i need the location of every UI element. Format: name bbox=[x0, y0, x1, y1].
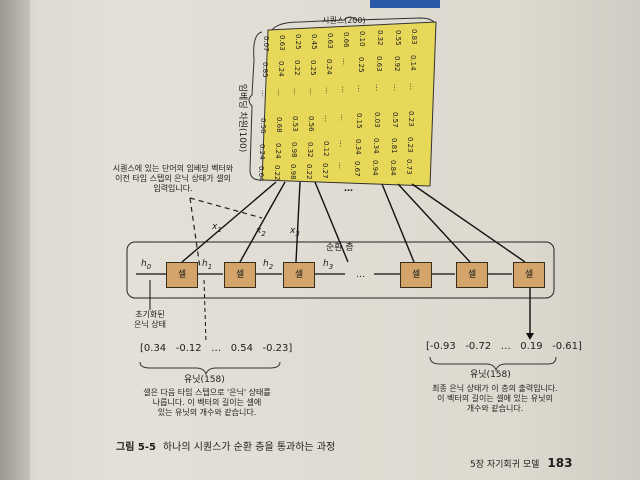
matrix-cell: 0.25 bbox=[294, 34, 302, 50]
matrix-cell: … bbox=[292, 88, 300, 96]
units-right-label: 유닛(158) bbox=[470, 370, 511, 380]
matrix-cell: 0.14 bbox=[409, 54, 417, 71]
embedding-brace bbox=[248, 31, 263, 181]
matrix-cell: 0.32 bbox=[306, 141, 314, 158]
matrix-cell: … bbox=[341, 58, 349, 65]
matrix-cell: 0.64 bbox=[257, 166, 265, 182]
matrix-cell: … bbox=[374, 84, 382, 92]
rnn-cell-1: 셀 bbox=[166, 262, 198, 288]
rnn-cell-4: 셀 bbox=[400, 262, 432, 288]
matrix-cell: 0.22 bbox=[305, 163, 313, 180]
matrix-cell: 0.34 bbox=[354, 139, 362, 155]
matrix-cell: … bbox=[337, 162, 345, 169]
rnn-cell-2: 셀 bbox=[224, 262, 256, 288]
matrix-cell: … bbox=[356, 85, 364, 93]
matrix-cell: 0.68 bbox=[275, 117, 283, 133]
rnn-cell-6: 셀 bbox=[513, 262, 545, 288]
matrix-cell: 0.53 bbox=[291, 116, 299, 132]
recurrent-layer-title: 순환 층 bbox=[326, 243, 354, 253]
input-x3: x3 bbox=[290, 226, 300, 238]
annotation-dashed-lines bbox=[189, 197, 263, 269]
matrix-cell: 0.24 bbox=[277, 61, 285, 77]
matrix-cell: … bbox=[340, 86, 348, 93]
matrix-cell: 0.56 bbox=[307, 115, 315, 132]
hidden-h2: h2 bbox=[263, 259, 274, 271]
page-top-band bbox=[370, 0, 440, 8]
figure-caption: 그림 5-5 하나의 시퀀스가 순환 층을 통과하는 과정 bbox=[116, 442, 336, 453]
matrix-cell: 0.25 bbox=[357, 57, 365, 73]
matrix-cell: 0.84 bbox=[389, 159, 397, 176]
book-spine bbox=[0, 0, 30, 480]
matrix-cell: … bbox=[338, 140, 346, 147]
matrix-ellipsis: … bbox=[344, 184, 353, 194]
rnn-cell-5: 셀 bbox=[456, 262, 488, 288]
left-vector-brace bbox=[139, 361, 281, 376]
matrix-cell: 0.23 bbox=[407, 110, 415, 127]
matrix-cell: 0.92 bbox=[393, 55, 401, 72]
embedding-label: 임베딩 차원(100) bbox=[237, 83, 247, 153]
matrix-cell: 0.56 bbox=[259, 118, 267, 134]
embedding-matrix bbox=[261, 21, 437, 187]
initial-hidden-label: 초기화된 은닉 상태 bbox=[134, 310, 166, 329]
matrix-cell: 0.98 bbox=[290, 142, 298, 158]
matrix-cell: 0.34 bbox=[372, 138, 380, 154]
matrix-cell: 0.81 bbox=[390, 137, 398, 154]
units-left-label: 유닛(158) bbox=[184, 375, 225, 385]
hidden-h0: h0 bbox=[141, 259, 152, 271]
matrix-cell: 0.22 bbox=[273, 165, 281, 181]
matrix-cell: 0.03 bbox=[373, 112, 381, 128]
sequence-label: 시퀀스(200) bbox=[322, 16, 366, 25]
annotation-embedding: 시퀀스에 있는 단어의 임베딩 벡터와 이전 타임 스텝의 은닉 상태가 셀의 … bbox=[112, 164, 234, 193]
matrix-cell: 0.23 bbox=[406, 136, 414, 153]
left-vector: [0.34 -0.12 … 0.54 -0.23] bbox=[140, 343, 293, 354]
matrix-cell: 0.66 bbox=[342, 32, 350, 48]
matrix-cell: 0.27 bbox=[321, 162, 329, 179]
right-vector: [-0.93 -0.72 … 0.19 -0.61] bbox=[426, 341, 582, 352]
right-vector-brace bbox=[429, 356, 557, 372]
input-x1: x1 bbox=[212, 222, 222, 234]
hidden-h3: h3 bbox=[323, 259, 334, 271]
input-x2: x2 bbox=[256, 226, 266, 238]
matrix-cell: … bbox=[392, 83, 400, 91]
matrix-cell: … bbox=[260, 90, 268, 97]
matrix-cell: 0.98 bbox=[289, 164, 297, 180]
matrix-cell: 0.10 bbox=[358, 31, 366, 47]
matrix-cell: 0.15 bbox=[355, 113, 363, 129]
matrix-cell: 0.55 bbox=[394, 29, 402, 46]
matrix-cell: … bbox=[408, 82, 416, 90]
matrix-cell: 0.73 bbox=[405, 158, 413, 175]
matrix-cell: … bbox=[339, 114, 347, 121]
matrix-cell: 0.45 bbox=[310, 33, 318, 50]
matrix-cell: 0.57 bbox=[391, 111, 399, 128]
h1-dashed-line bbox=[203, 279, 207, 343]
matrix-cell: 0.85 bbox=[261, 62, 269, 78]
loop-ellipsis: … bbox=[356, 270, 365, 280]
matrix-cell: 0.63 bbox=[326, 32, 334, 49]
matrix-cell: 0.24 bbox=[258, 144, 266, 160]
matrix-cell: 0.63 bbox=[278, 35, 286, 51]
input-arrows bbox=[181, 181, 526, 263]
matrix-cell: 0.24 bbox=[274, 143, 282, 159]
matrix-cell: … bbox=[324, 86, 332, 94]
matrix-cell: 0.22 bbox=[293, 60, 301, 76]
rnn-cell-3: 셀 bbox=[283, 262, 315, 288]
note-right: 최종 은닉 상태가 이 층의 출력입니다. 이 벡터의 길이는 셀에 있는 유닛… bbox=[432, 384, 558, 413]
matrix-cell: 0.67 bbox=[353, 161, 361, 177]
matrix-cell: 0.24 bbox=[325, 58, 333, 75]
hidden-h1: h1 bbox=[202, 259, 213, 271]
matrix-cell: … bbox=[308, 87, 316, 95]
note-left: 셀은 다음 타임 스텝으로 '은닉' 상태를 나릅니다. 이 벡터의 길이는 셀… bbox=[143, 388, 271, 417]
matrix-cell: 0.25 bbox=[309, 59, 317, 76]
matrix-cell: 0.12 bbox=[322, 140, 330, 157]
matrix-cell: 0.83 bbox=[410, 28, 418, 45]
matrix-cell: 0.32 bbox=[376, 30, 384, 46]
matrix-cell: … bbox=[323, 114, 331, 122]
sequence-brace bbox=[271, 16, 435, 31]
matrix-cell: 0.94 bbox=[371, 160, 379, 176]
matrix-cell: … bbox=[276, 89, 284, 97]
matrix-cell: 0.63 bbox=[375, 56, 383, 72]
matrix-cell: 0.07 bbox=[262, 36, 270, 52]
